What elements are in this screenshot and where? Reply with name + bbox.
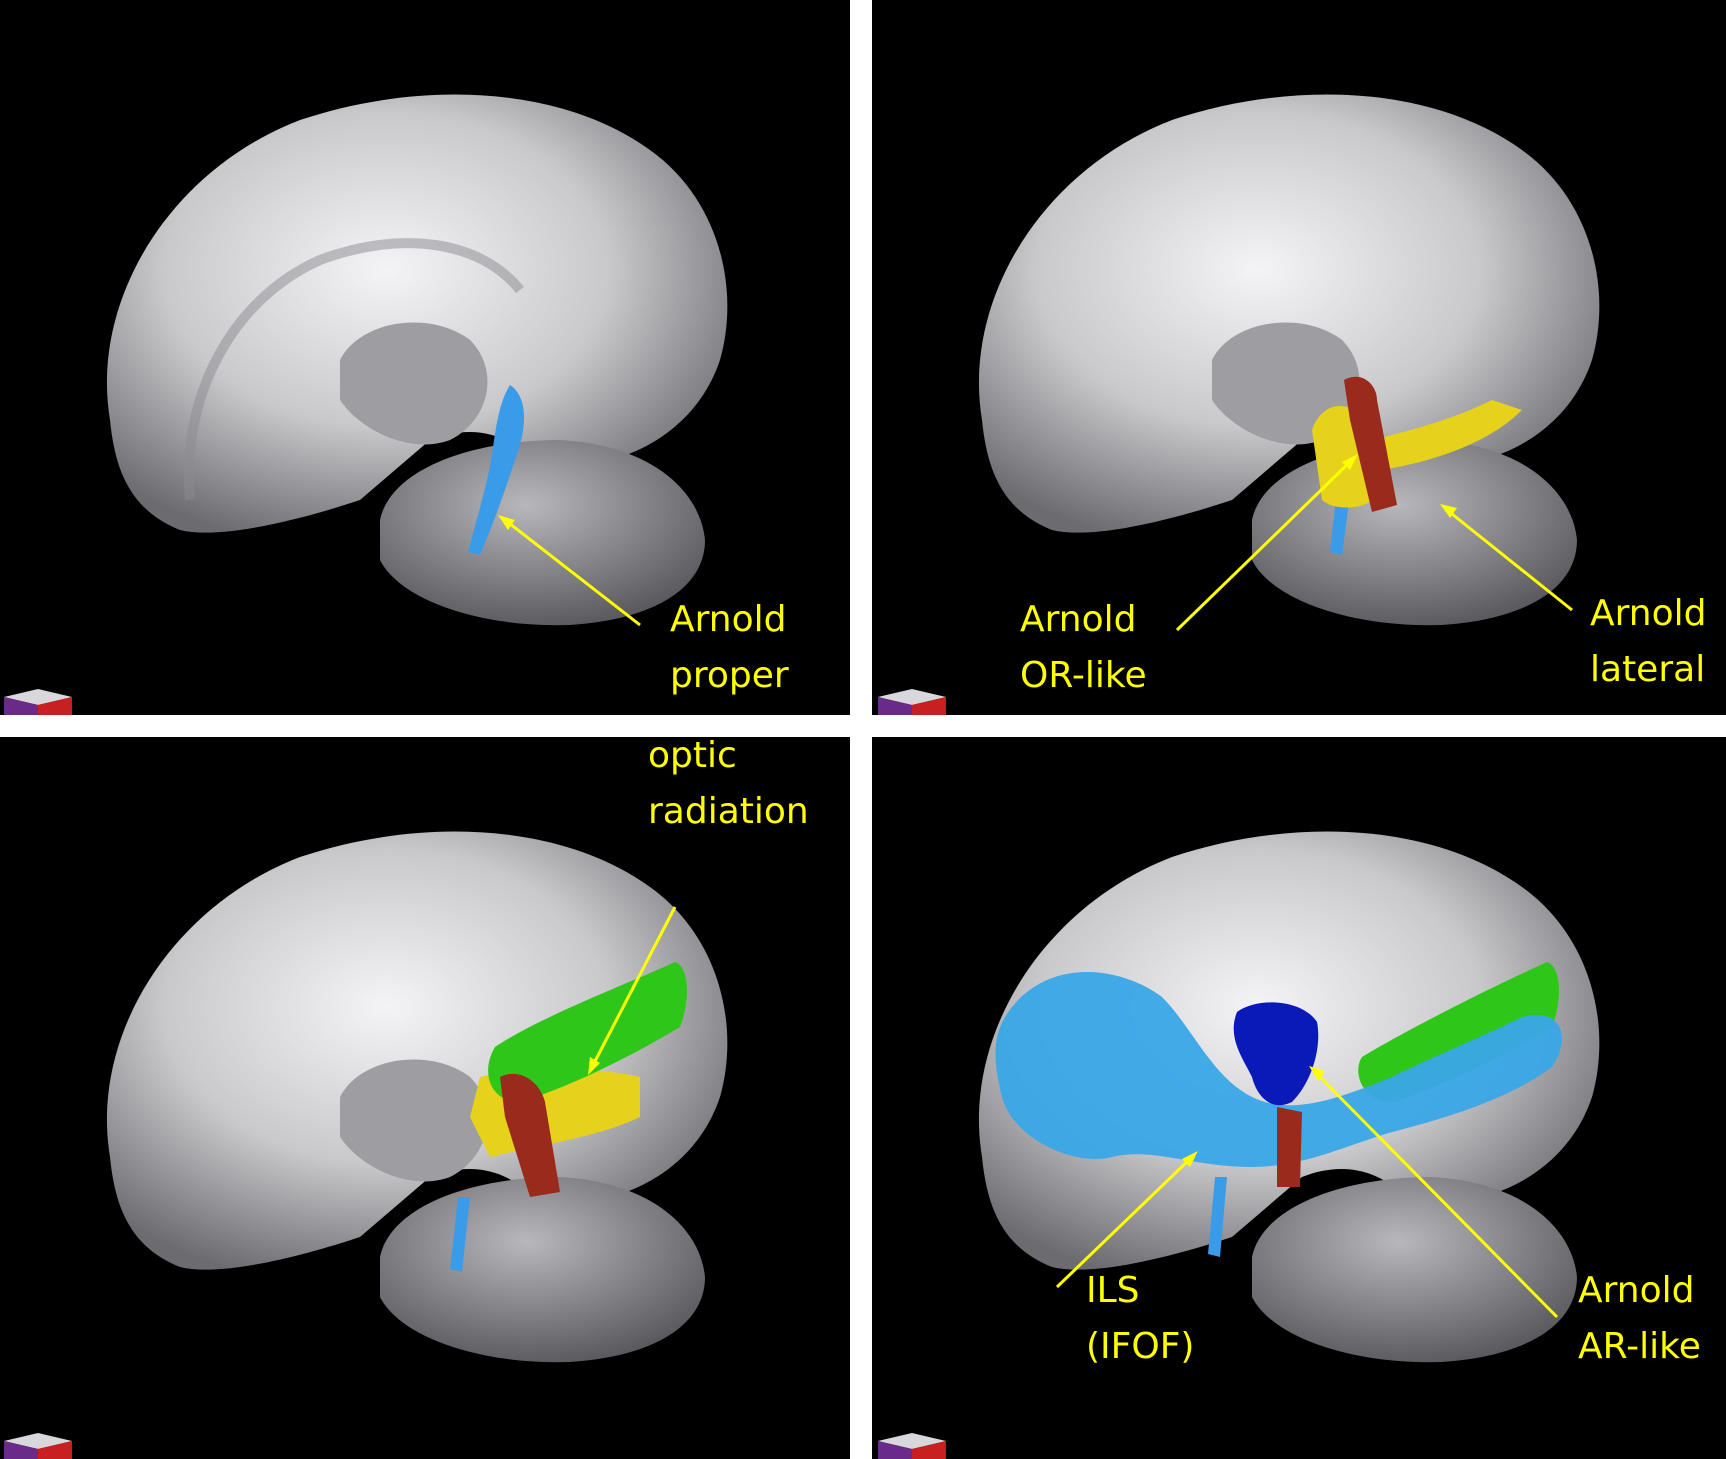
brain-hemisphere [106, 831, 728, 1270]
tract-label-line: Arnold [1578, 1270, 1695, 1311]
cerebellum [380, 1177, 705, 1363]
arnold-ar-like-tract [1233, 1002, 1319, 1106]
pointer-arrowhead [1342, 454, 1358, 470]
tract-label-line: lateral [1590, 649, 1706, 690]
cerebellum [1252, 440, 1577, 626]
tract-label-line: AR-like [1578, 1326, 1701, 1367]
pointer-arrowhead [498, 515, 515, 530]
brain-render [106, 94, 728, 627]
pointer-arrow [1175, 458, 1354, 632]
arnold-proper-tract [468, 385, 525, 555]
orientation-cube-icon [878, 689, 946, 715]
arnold-lateral-tract [1277, 1107, 1302, 1187]
panel-arnold-or-lateral: Arnold OR-like Arnold lateral [872, 0, 1726, 715]
tract-label-line: radiation [648, 791, 809, 832]
pointer-arrow [1055, 1155, 1194, 1289]
pointer-arrowhead [1309, 1066, 1325, 1081]
pointer-arrowhead [1440, 504, 1457, 518]
pointer-arrow [1313, 1070, 1559, 1319]
optic-radiation-tract [488, 962, 687, 1102]
ils-tract [995, 972, 1562, 1167]
panel-arnold-proper: Arnold proper [0, 0, 850, 715]
pointer-arrow [1446, 508, 1573, 612]
orientation-cube-icon [878, 1433, 946, 1459]
tract-label-line: Arnold [670, 599, 787, 640]
optic-radiation-tract [1358, 962, 1559, 1102]
orientation-cube-icon [4, 1433, 72, 1459]
arnold-proper-tract [1208, 1177, 1227, 1257]
tract-label: Arnold proper [670, 592, 789, 704]
pointer-arrow [504, 518, 641, 627]
tract-label-line: optic [648, 737, 737, 776]
tract-label: optic radiation [648, 737, 809, 840]
tract-label-line: Arnold [1020, 599, 1137, 640]
pointer-arrow [590, 906, 677, 1068]
tract-label: Arnold AR-like [1578, 1263, 1701, 1375]
arnold-lateral-tract [500, 1073, 560, 1197]
panel-optic-radiation: optic radiation [0, 737, 850, 1459]
panel-ils-ar-like: ILS (IFOF) Arnold AR-like [872, 737, 1726, 1459]
brain-render [978, 831, 1600, 1363]
brain-hemisphere [106, 94, 728, 533]
tract-label-line: OR-like [1020, 655, 1147, 696]
tract-label-line: proper [670, 655, 789, 696]
arnold-proper-tract [450, 1197, 470, 1272]
cerebellum [380, 440, 705, 626]
orientation-cube-icon [4, 689, 72, 715]
tract-label-line: Arnold [1590, 593, 1707, 634]
pointer-arrowhead [588, 1057, 600, 1075]
tract-label-line: (IFOF) [1086, 1326, 1195, 1367]
brain-render [106, 831, 728, 1363]
tract-label: Arnold lateral [1590, 586, 1707, 698]
tract-label: ILS (IFOF) [1086, 1263, 1194, 1375]
brain-render [978, 94, 1600, 632]
tract-label-line: ILS [1086, 1270, 1140, 1311]
pointer-arrowhead [1182, 1151, 1198, 1167]
arnold-lateral-tract [1344, 376, 1397, 512]
cerebellum [1252, 1177, 1577, 1363]
tract-label: Arnold OR-like [1020, 592, 1147, 704]
